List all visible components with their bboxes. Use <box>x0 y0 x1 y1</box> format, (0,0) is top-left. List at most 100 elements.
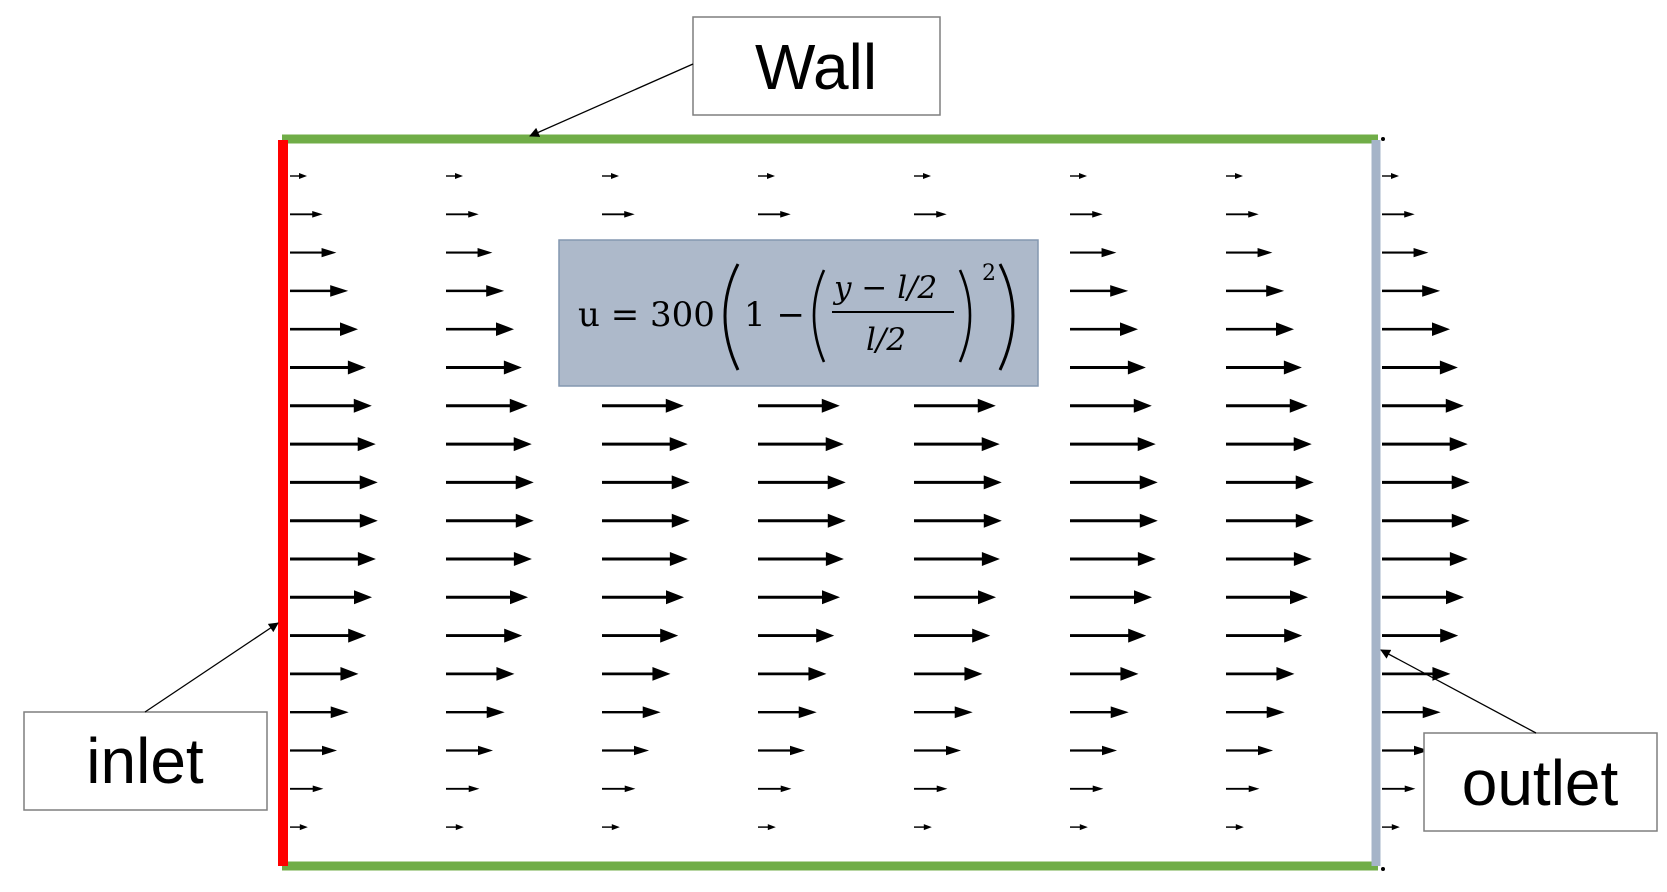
velocity-arrow <box>758 667 827 681</box>
velocity-arrow-head <box>923 824 932 831</box>
velocity-arrow-head <box>1284 628 1303 643</box>
wall-label-text: Wall <box>755 31 877 103</box>
velocity-arrow-head <box>1391 824 1400 831</box>
outlet-label-text: outlet <box>1462 747 1619 819</box>
velocity-arrow <box>446 824 464 831</box>
velocity-arrow <box>446 437 532 452</box>
velocity-arrow <box>914 513 1002 528</box>
velocity-arrow <box>290 285 349 297</box>
velocity-arrow <box>290 745 338 756</box>
velocity-arrow-head <box>1440 628 1459 643</box>
velocity-arrow <box>914 785 948 793</box>
equation-denominator: l/2 <box>866 322 906 358</box>
velocity-arrow <box>1070 628 1147 643</box>
velocity-arrow-head <box>513 437 532 452</box>
velocity-arrow-head <box>1293 437 1312 452</box>
velocity-arrow-head <box>665 398 684 413</box>
corner-dot <box>1381 867 1385 871</box>
velocity-arrow-head <box>1257 745 1274 756</box>
velocity-arrow <box>1070 667 1139 681</box>
velocity-arrow-head <box>1139 475 1158 490</box>
velocity-arrow <box>1070 211 1103 218</box>
velocity-arrow-head <box>1451 513 1470 528</box>
velocity-arrow-head <box>1413 745 1430 756</box>
velocity-arrow <box>1070 475 1158 490</box>
velocity-arrow <box>1382 513 1470 528</box>
velocity-arrow <box>758 590 841 605</box>
velocity-arrow-head <box>1133 398 1152 413</box>
velocity-arrow-head <box>1079 824 1088 831</box>
velocity-arrow <box>1226 285 1285 297</box>
velocity-arrow-head <box>767 173 776 179</box>
velocity-arrow <box>914 475 1002 490</box>
inlet-label: inlet <box>23 622 279 811</box>
velocity-arrow <box>1070 552 1156 566</box>
velocity-arrow-head <box>1445 398 1464 413</box>
velocity-arrow-head <box>642 706 661 719</box>
equation-lhs: u = 300 <box>578 295 715 335</box>
velocity-arrow-head <box>780 211 791 218</box>
velocity-arrow-head <box>515 513 534 528</box>
velocity-arrow <box>290 513 378 528</box>
velocity-arrow-head <box>1110 706 1129 719</box>
velocity-arrow-head <box>299 824 308 831</box>
velocity-equation: u = 300 1 − y − l/2 l/2 2 <box>558 239 1039 387</box>
velocity-arrow-head <box>1451 475 1470 490</box>
velocity-arrow <box>446 211 479 218</box>
velocity-arrow <box>1382 360 1458 375</box>
velocity-arrow <box>602 824 620 831</box>
velocity-arrow-head <box>767 824 776 831</box>
equation-box <box>558 239 1039 387</box>
velocity-arrow-head <box>1101 247 1117 258</box>
velocity-arrow <box>602 398 684 413</box>
velocity-arrow-head <box>1432 667 1451 681</box>
corner-dot <box>1381 137 1385 141</box>
velocity-arrow <box>914 745 962 756</box>
velocity-arrow-head <box>1110 285 1129 297</box>
velocity-arrow-head <box>495 322 514 336</box>
velocity-arrow <box>1382 437 1468 452</box>
wall-label: Wall <box>529 16 941 137</box>
velocity-arrow <box>446 475 534 490</box>
velocity-arrow <box>290 360 366 375</box>
velocity-arrow <box>1070 745 1118 756</box>
velocity-arrow <box>1226 247 1273 258</box>
velocity-arrow <box>1070 247 1117 258</box>
velocity-arrow <box>1382 552 1468 566</box>
velocity-arrow-head <box>1248 211 1259 218</box>
velocity-arrow-head <box>340 667 359 681</box>
velocity-arrow-head <box>1295 475 1314 490</box>
velocity-arrow <box>446 513 534 528</box>
velocity-arrow-head <box>669 552 688 566</box>
velocity-arrow <box>1382 173 1400 179</box>
velocity-arrow-head <box>936 211 947 218</box>
velocity-arrow <box>1382 706 1441 719</box>
velocity-arrow <box>914 667 983 681</box>
velocity-arrow <box>758 785 792 793</box>
velocity-arrow <box>1226 398 1308 413</box>
velocity-arrow <box>1382 628 1459 643</box>
velocity-arrow <box>1070 173 1088 179</box>
velocity-arrow-head <box>312 785 324 793</box>
velocity-arrow-head <box>299 173 308 179</box>
velocity-arrow-head <box>1404 211 1415 218</box>
velocity-arrow <box>914 173 932 179</box>
equation-numerator: y − l/2 <box>832 270 937 306</box>
velocity-arrow <box>1226 590 1309 605</box>
velocity-arrow <box>446 628 523 643</box>
velocity-arrow <box>290 628 367 643</box>
velocity-arrow-head <box>1293 552 1312 566</box>
velocity-arrow-head <box>822 590 841 605</box>
velocity-arrow-head <box>1235 173 1244 179</box>
velocity-arrow-head <box>1283 360 1302 375</box>
velocity-arrow <box>446 745 494 756</box>
velocity-arrow <box>1070 398 1152 413</box>
velocity-arrow-head <box>923 173 932 179</box>
velocity-arrow <box>446 706 505 719</box>
velocity-arrow-head <box>808 667 827 681</box>
velocity-arrow <box>1070 590 1153 605</box>
velocity-arrow-head <box>1391 173 1400 179</box>
velocity-arrow-head <box>821 398 840 413</box>
velocity-arrow-head <box>671 475 690 490</box>
wall-leader-line <box>529 63 694 137</box>
